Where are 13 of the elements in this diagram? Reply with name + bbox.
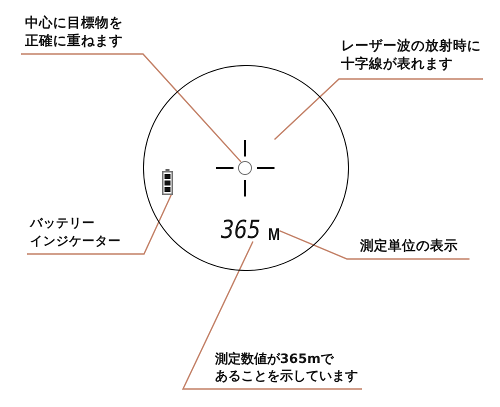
leader-line	[279, 230, 470, 260]
battery-icon	[162, 168, 172, 194]
distance-readout: 365	[220, 216, 260, 242]
callout-text: 測定単位の表示	[356, 237, 470, 259]
reticle-circle	[238, 160, 252, 174]
callout-text: バッテリーインジケーター	[27, 214, 124, 254]
leader-line	[182, 241, 362, 390]
leader-line	[27, 194, 172, 255]
callout-text: 中心に目標物を正確に重ねます	[21, 14, 127, 54]
callout-text: 測定数値が365mであることを示しています	[211, 351, 362, 389]
unit-label: M	[268, 226, 280, 242]
leader-line	[274, 78, 483, 140]
callout-text: レーザー波の放射時に十字線が表れます	[339, 38, 483, 79]
